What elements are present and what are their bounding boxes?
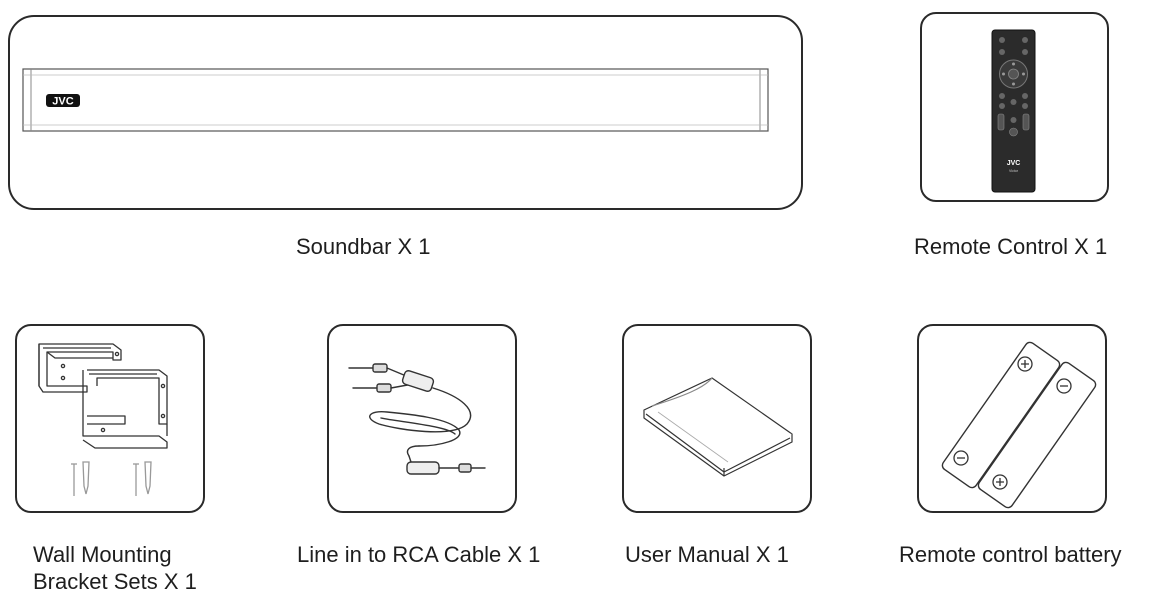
battery-illustration <box>941 341 1097 509</box>
bracket-caption-line2: Bracket Sets X 1 <box>33 569 197 594</box>
battery-plus-icon <box>1017 356 1033 372</box>
bracket-caption-line1: Wall Mounting <box>33 542 172 567</box>
soundbar-illustration: JVC <box>22 68 769 132</box>
manual-frame <box>622 324 812 513</box>
battery-frame <box>917 324 1107 513</box>
battery-minus-icon <box>953 450 969 466</box>
remote-brand-sub: Victor <box>1009 169 1019 173</box>
manual-caption: User Manual X 1 <box>625 542 789 567</box>
remote-brand-logo: JVC <box>1007 160 1021 167</box>
cable-frame <box>327 324 517 513</box>
bracket-illustration <box>38 343 168 496</box>
remote-frame: JVC Victor <box>920 12 1109 202</box>
soundbar-frame: JVC <box>8 15 803 210</box>
jvc-logo-badge <box>46 94 80 107</box>
soundbar-caption: Soundbar X 1 <box>296 234 431 259</box>
soundbar-brand-logo: JVC <box>52 96 73 108</box>
cable-caption: Line in to RCA Cable X 1 <box>297 542 541 567</box>
remote-illustration: JVC Victor <box>991 29 1036 193</box>
bracket-frame <box>15 324 205 513</box>
battery-caption: Remote control battery <box>899 542 1122 567</box>
remote-caption: Remote Control X 1 <box>914 234 1108 259</box>
manual-illustration <box>643 377 793 477</box>
cable-illustration <box>348 363 486 475</box>
